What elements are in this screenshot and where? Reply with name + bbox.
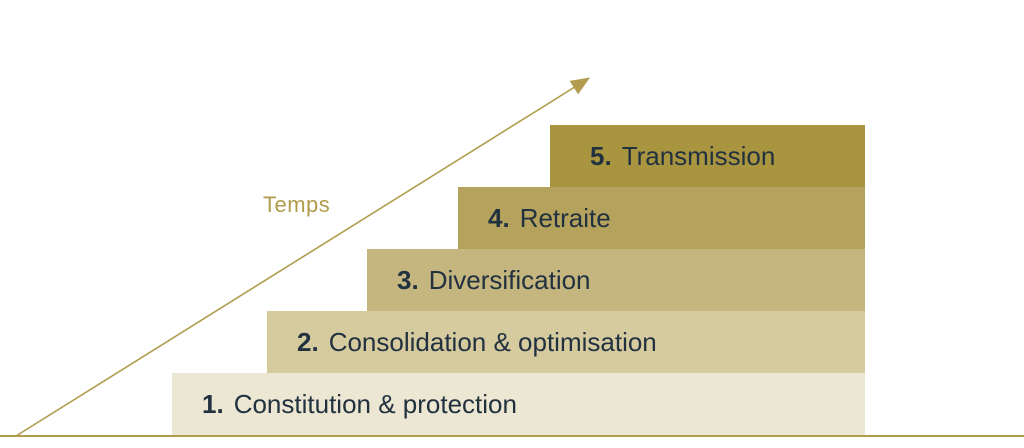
- step-label: Diversification: [428, 264, 591, 295]
- step-label: Consolidation & optimisation: [328, 326, 657, 357]
- step-number: 2.: [297, 326, 319, 357]
- step-2-consolidation: 2. Consolidation & optimisation: [267, 311, 865, 373]
- step-4-retraite: 4. Retraite: [458, 187, 865, 249]
- step-number: 4.: [488, 202, 510, 233]
- step-1-constitution: 1. Constitution & protection: [172, 373, 865, 435]
- time-axis-label: Temps: [263, 192, 331, 217]
- step-5-transmission: 5. Transmission: [550, 125, 865, 187]
- step-label: Constitution & protection: [233, 388, 517, 419]
- step-number: 1.: [202, 388, 224, 419]
- step-label: Retraite: [519, 202, 611, 233]
- step-3-diversification: 3. Diversification: [367, 249, 865, 311]
- step-number: 3.: [397, 264, 419, 295]
- baseline-rule: [0, 435, 1024, 437]
- step-label: Transmission: [621, 140, 776, 171]
- step-number: 5.: [590, 140, 612, 171]
